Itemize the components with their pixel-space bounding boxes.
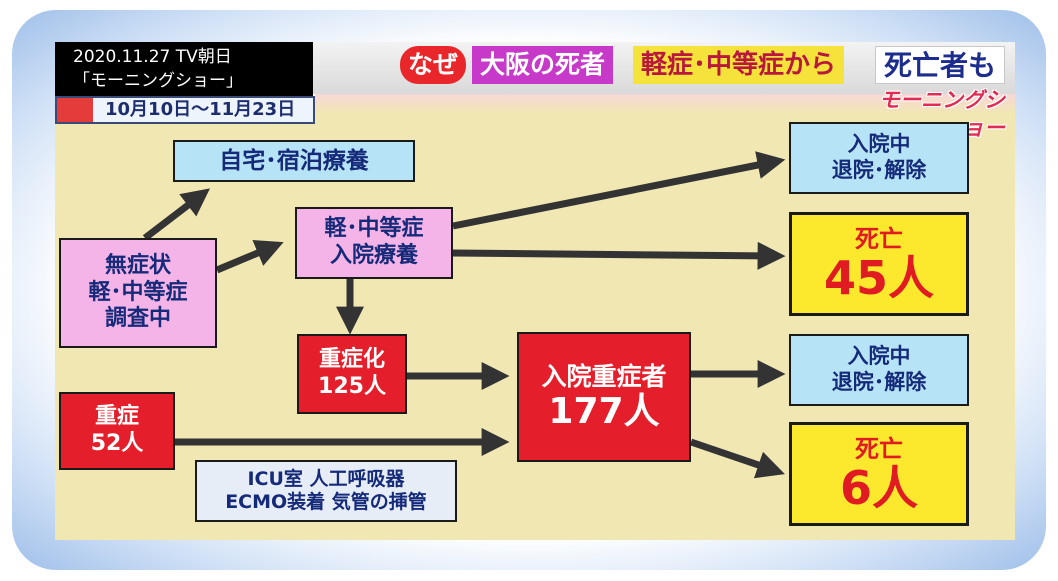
tag-mild-moderate: 軽症･中等症から: [633, 46, 845, 84]
tag-deaths-too: 死亡者も: [875, 46, 1006, 84]
arrow-mild-to-outcome-top: [452, 151, 786, 230]
severe-hospitalized-box: 入院重症者 177人: [517, 332, 691, 462]
caption-program: 「モーニングショー」: [73, 71, 243, 91]
arrow-hosp-to-death-bottom: [689, 438, 785, 479]
death-top-box: 死亡 45人: [789, 212, 969, 316]
program-logo: モーニングショー: [879, 88, 1005, 140]
asymptomatic-box: 無症状 軽･中等症 調査中: [59, 238, 217, 348]
outcome-bottom-box: 入院中 退院･解除: [789, 334, 969, 406]
tv-screen: 2020.11.27 TV朝日 「モーニングショー」 10月10日～11月23日…: [55, 42, 1015, 540]
caption-date-channel: 2020.11.27 TV朝日: [73, 47, 232, 67]
icu-treatment-box: ICU室 人工呼吸器 ECMO装着 気管の挿管: [195, 460, 457, 522]
arrow-to-mild-hosp: [215, 240, 284, 274]
flow-arrows: [142, 151, 786, 479]
death-bottom-box: 死亡 6人: [789, 422, 969, 526]
broadcast-caption: 2020.11.27 TV朝日 「モーニングショー」: [55, 42, 313, 96]
severe-box: 重症 52人: [59, 392, 175, 470]
arrow-mild-to-death-top: [452, 241, 786, 270]
date-range-label: 10月10日～11月23日: [55, 96, 315, 124]
tag-naze: なぜ: [400, 46, 467, 84]
tag-osaka-deaths: 大阪の死者: [472, 46, 614, 84]
home-care-box: 自宅･宿泊療養: [173, 140, 415, 182]
outcome-top-box: 入院中 退院･解除: [789, 122, 969, 194]
arrow-to-home-care: [142, 188, 211, 241]
severe-change-box: 重症化 125人: [297, 334, 407, 414]
mild-hospital-box: 軽･中等症 入院療養: [295, 207, 453, 279]
